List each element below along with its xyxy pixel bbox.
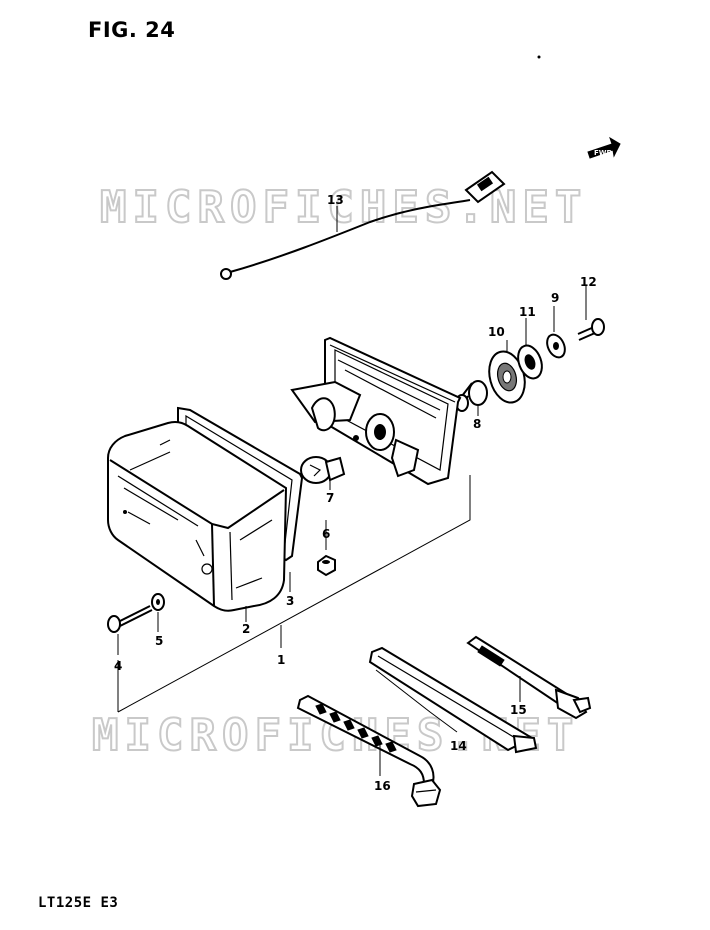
part-10-grommet <box>488 350 526 404</box>
part-12-bolt <box>577 318 605 341</box>
callout-labels: 1 2 3 4 5 6 7 8 9 10 11 12 13 14 15 16 <box>114 193 597 793</box>
callout-1: 1 <box>277 653 285 667</box>
callout-10: 10 <box>488 325 505 339</box>
model-code: LT125E E3 <box>38 895 119 911</box>
forward-arrow-icon: FWD <box>587 136 621 159</box>
callout-4: 4 <box>114 659 122 673</box>
part-13-wire-lead <box>220 170 506 280</box>
part-2-lens-housing <box>107 406 304 612</box>
watermark-top: MICROFICHES.NET <box>100 182 587 233</box>
callout-7: 7 <box>326 491 334 505</box>
part-16-cable-clamp <box>296 694 442 808</box>
fwd-label: FWD <box>594 149 613 157</box>
part-8-collar <box>455 380 488 412</box>
part-11-washer <box>517 344 543 380</box>
part-5-washer <box>151 593 165 611</box>
figure-title: FIG. 24 <box>88 18 176 42</box>
callout-9: 9 <box>551 291 559 305</box>
part-3-mounting-base <box>290 336 462 486</box>
callout-3: 3 <box>286 594 294 608</box>
callout-2: 2 <box>242 622 250 636</box>
callout-14: 14 <box>450 739 467 753</box>
part-6-nut <box>317 554 336 577</box>
callout-15: 15 <box>510 703 527 717</box>
part-4-screw <box>107 605 153 633</box>
callout-5: 5 <box>155 634 163 648</box>
leader-lines <box>117 206 587 776</box>
callout-6: 6 <box>322 527 330 541</box>
callout-16: 16 <box>374 779 391 793</box>
part-9-washer <box>546 333 566 359</box>
callout-8: 8 <box>473 417 481 431</box>
callout-13: 13 <box>327 193 344 207</box>
part-7-bulb <box>300 456 346 484</box>
stray-dot <box>537 55 541 59</box>
part-15-strap <box>466 635 592 720</box>
part-14-band <box>368 646 538 754</box>
callout-12: 12 <box>580 275 597 289</box>
callout-11: 11 <box>519 305 536 319</box>
